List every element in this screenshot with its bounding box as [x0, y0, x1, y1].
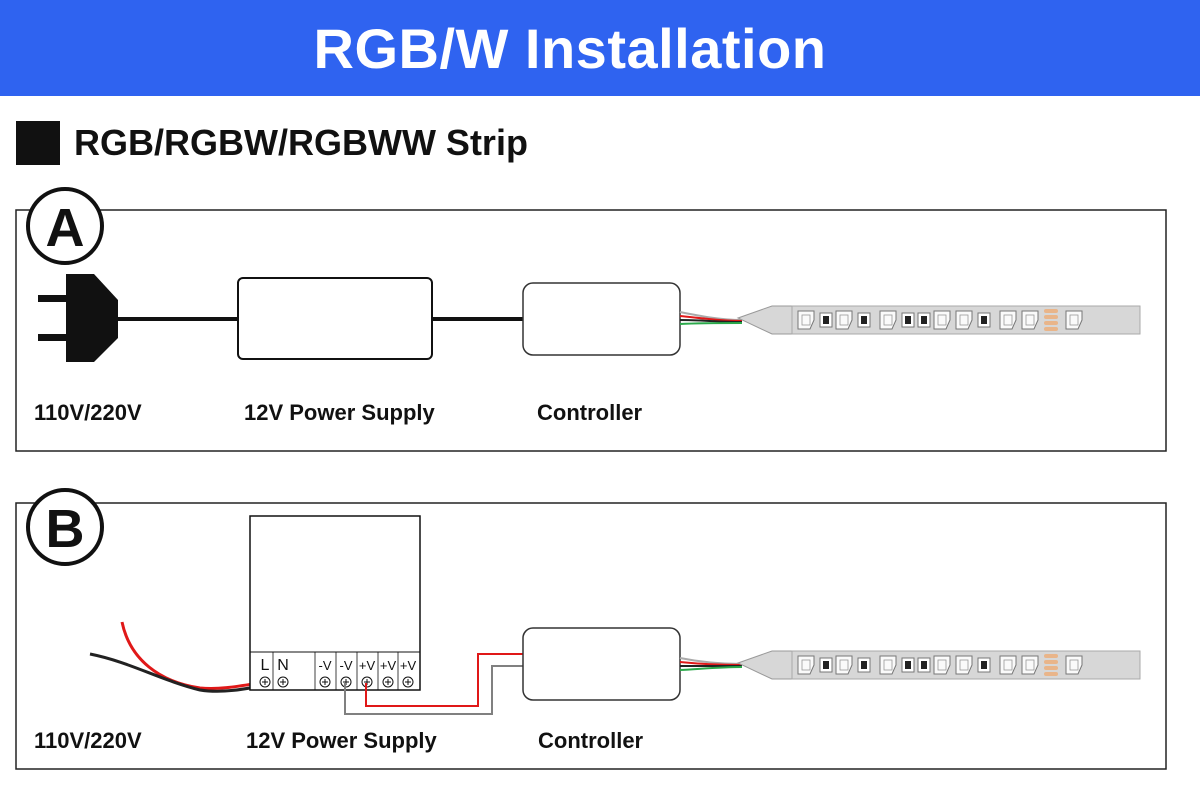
- terminal-label: L: [261, 657, 270, 674]
- panel-a-letter: A: [46, 198, 85, 258]
- terminal-label: N: [277, 657, 289, 674]
- panel-b-supply-label: 12V Power Supply: [246, 728, 437, 753]
- title-banner: RGB/W Installation: [0, 0, 1200, 96]
- power-supply-unit: [249, 515, 421, 691]
- section-header: RGB/RGBW/RGBWW Strip: [16, 121, 528, 165]
- panel-b-letter: B: [46, 499, 85, 559]
- controller-box: [522, 282, 681, 356]
- panel-b-badge: [26, 488, 104, 566]
- power-supply-box: [237, 277, 433, 360]
- led-strip-b: [736, 650, 1141, 680]
- terminal-label: +V: [400, 658, 417, 673]
- controller-output-wires-b: [679, 657, 743, 671]
- terminal-label: -V: [319, 658, 332, 673]
- controller-output-wires: [679, 311, 743, 325]
- panel-b-frame: [15, 502, 1167, 770]
- panel-a-supply-label: 12V Power Supply: [244, 400, 435, 425]
- section-title: RGB/RGBW/RGBWW Strip: [74, 122, 528, 163]
- panel-a-frame: [15, 209, 1167, 452]
- controller-box-b: [522, 627, 681, 701]
- panel-b-controller-label: Controller: [538, 728, 644, 753]
- terminal-label: +V: [359, 658, 376, 673]
- panel-a: A 110V/220V 12V Power Supply Controller: [15, 187, 1167, 452]
- panel-a-controller-label: Controller: [537, 400, 643, 425]
- section-square-bullet: [16, 121, 60, 165]
- terminal-label: -V: [340, 658, 353, 673]
- dc-negative-wire: [344, 665, 523, 715]
- led-strip-a: [736, 305, 1141, 335]
- panel-a-mains-label: 110V/220V: [34, 400, 142, 425]
- panel-a-badge: [26, 187, 104, 265]
- mains-live-wire: [120, 621, 266, 691]
- page-title: RGB/W Installation: [313, 16, 827, 80]
- terminal-label: +V: [380, 658, 397, 673]
- dc-positive-wire: [365, 653, 523, 707]
- panel-b-mains-label: 110V/220V: [34, 728, 142, 753]
- plug-icon: [38, 274, 118, 362]
